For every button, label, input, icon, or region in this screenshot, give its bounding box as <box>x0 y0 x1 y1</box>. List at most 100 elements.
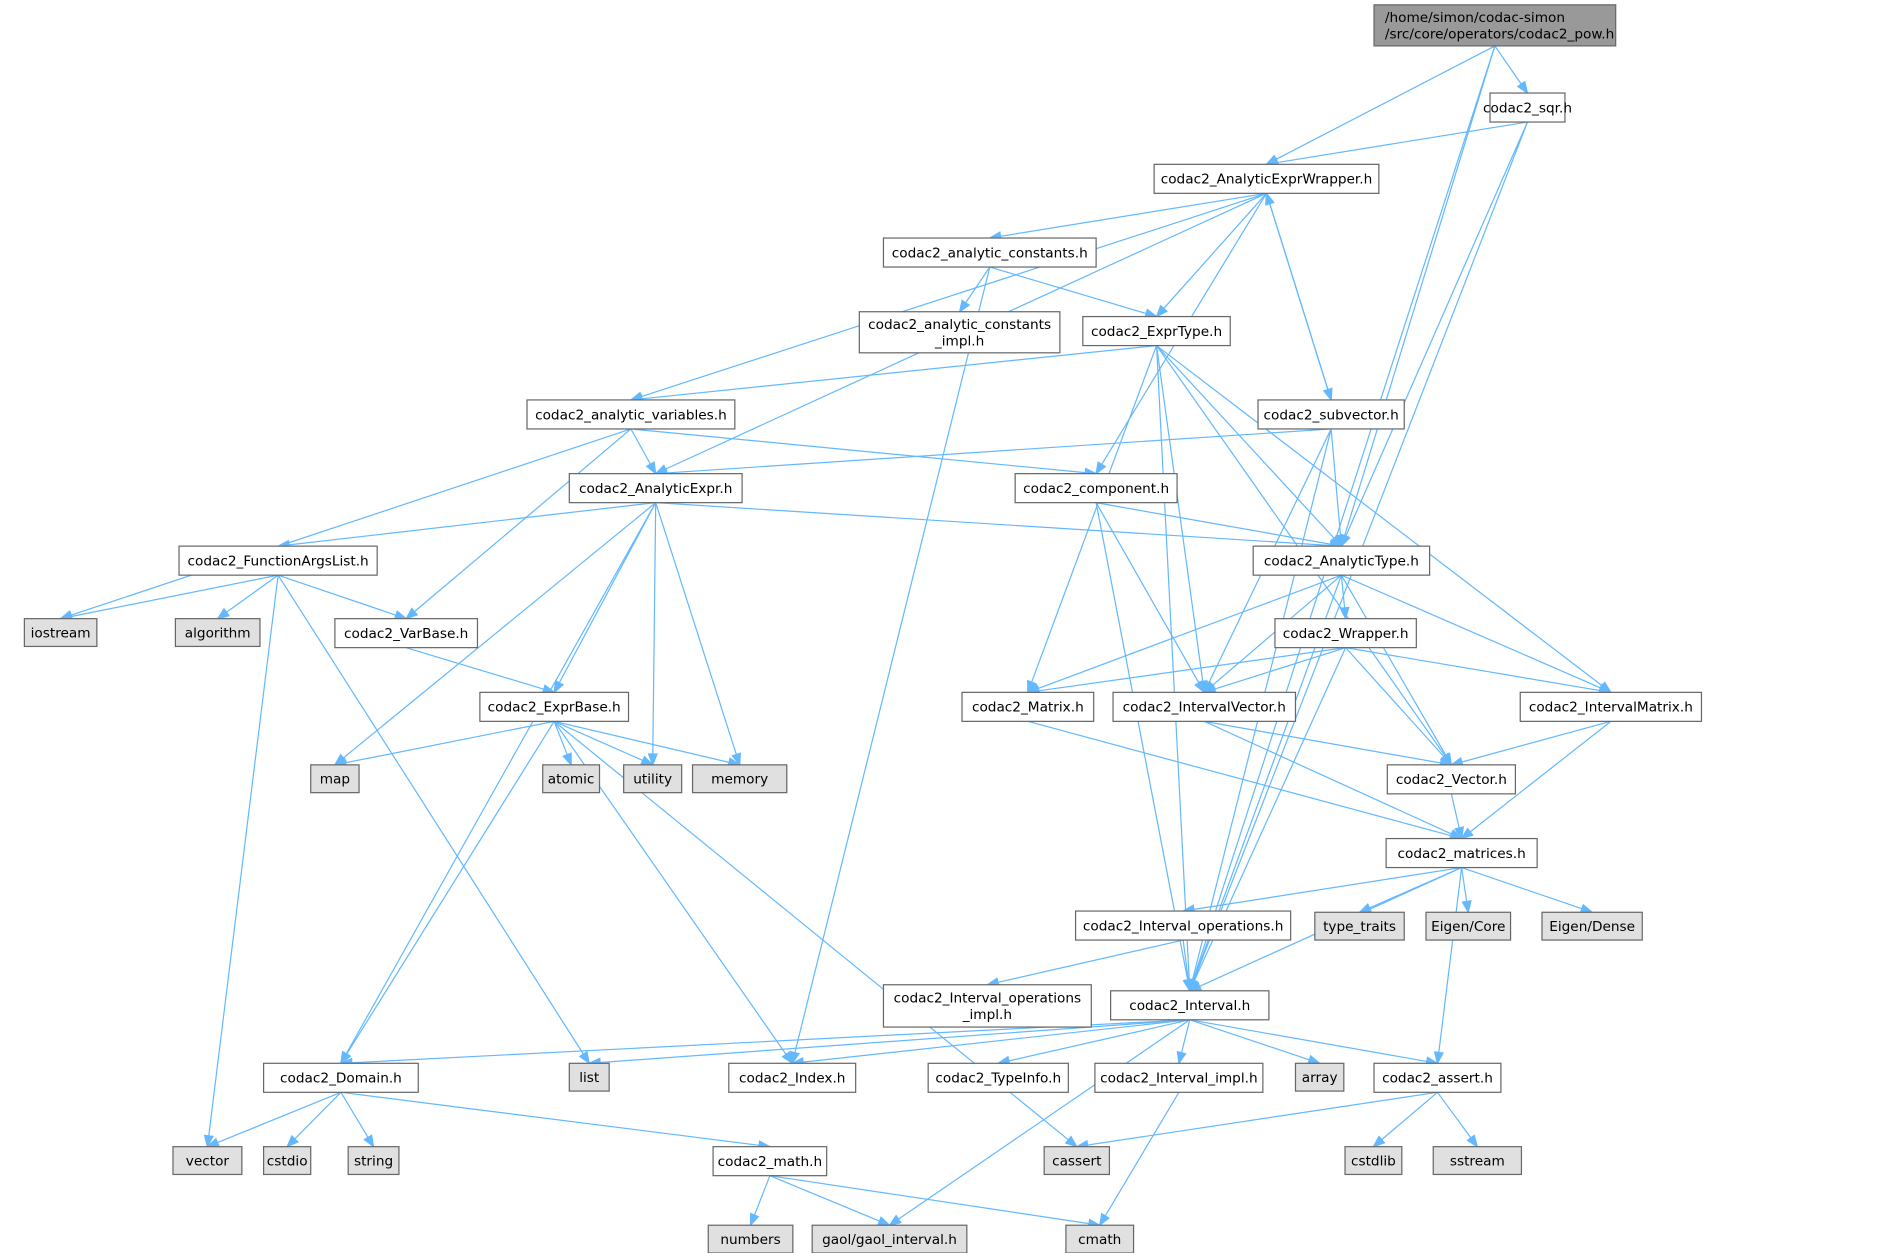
node-index[interactable]: codac2_Index.h <box>728 1062 857 1093</box>
node-box <box>882 984 1092 1028</box>
node-label: gaol/gaol_interval.h <box>822 1232 957 1248</box>
node-label: codac2_ExprType.h <box>1091 324 1222 340</box>
node-box <box>1065 1224 1135 1253</box>
node-label: codac2_AnalyticType.h <box>1264 553 1419 569</box>
edge-avars-to-varbase <box>404 428 632 620</box>
node-wrapper[interactable]: codac2_Wrapper.h <box>1274 618 1417 649</box>
edge-aexpr-to-exprbase <box>553 502 657 694</box>
edge-line <box>769 1175 880 1222</box>
edge-fargs-to-list <box>277 574 591 1065</box>
edge-line <box>630 428 1086 474</box>
edge-line <box>641 192 1267 398</box>
node-sqr[interactable]: codac2_sqr.h <box>1483 92 1572 123</box>
edge-line <box>71 574 279 618</box>
node-memory: memory <box>691 764 788 794</box>
edge-line <box>1155 345 1190 980</box>
node-component[interactable]: codac2_component.h <box>1014 473 1178 504</box>
edge-exprbase-to-map <box>333 720 555 768</box>
node-box <box>334 618 479 649</box>
node-box <box>1425 911 1512 941</box>
edge-line <box>70 428 632 616</box>
edge-exprtype-to-matrix <box>1027 345 1158 694</box>
arrowhead-icon <box>203 1134 214 1149</box>
node-fargs[interactable]: codac2_FunctionArgsList.h <box>178 545 378 576</box>
edge-line <box>208 575 279 1136</box>
node-box <box>927 1062 1069 1093</box>
arrowhead-icon <box>1265 191 1275 206</box>
arrowhead-icon <box>1194 679 1206 694</box>
edge-domain-to-string <box>340 1091 375 1149</box>
edge-line <box>554 720 730 763</box>
nodes-layer: /home/simon/codac-simon/src/core/operato… <box>23 4 1703 1253</box>
edge-line <box>1204 720 1441 764</box>
node-assert[interactable]: codac2_assert.h <box>1373 1062 1502 1093</box>
edge-line <box>553 720 643 762</box>
arrowhead-icon <box>340 1050 352 1065</box>
node-eigendense: Eigen/Dense <box>1541 911 1643 941</box>
node-subvector[interactable]: codac2_subvector.h <box>1257 399 1405 430</box>
edge-pow-to-aew <box>1265 45 1496 166</box>
node-domain[interactable]: codac2_Domain.h <box>263 1062 419 1093</box>
node-pow[interactable]: /home/simon/codac-simon/src/core/operato… <box>1373 4 1617 47</box>
arrowhead-icon <box>1307 1054 1322 1065</box>
node-box <box>1373 4 1617 47</box>
node-box <box>1344 1146 1403 1176</box>
node-atype[interactable]: codac2_AnalyticType.h <box>1252 545 1431 576</box>
node-iimpl[interactable]: codac2_Interval_impl.h <box>1094 1062 1264 1093</box>
node-iops[interactable]: codac2_Interval_operations.h <box>1074 910 1292 941</box>
node-label: codac2_component.h <box>1023 481 1169 497</box>
edge-aexpr-to-atype <box>655 502 1344 551</box>
edge-line <box>898 1019 1191 1220</box>
edge-line <box>1461 720 1612 763</box>
node-label: codac2_Interval_operations.h <box>1083 918 1284 934</box>
arrowhead-icon <box>1461 900 1472 914</box>
edge-line <box>1340 575 1346 608</box>
arrowhead-icon <box>958 299 971 314</box>
edge-line <box>1345 121 1529 537</box>
edge-exprtype-to-ivector <box>1155 345 1208 695</box>
edge-assert-to-sstream <box>1436 1091 1479 1149</box>
arrowhead-icon <box>1176 1050 1187 1065</box>
edge-line <box>553 721 568 755</box>
arrowhead-icon <box>749 1212 760 1227</box>
edge-line <box>652 502 657 754</box>
node-box <box>178 545 378 576</box>
node-ivector[interactable]: codac2_IntervalVector.h <box>1112 691 1297 722</box>
node-typeinfo[interactable]: codac2_TypeInfo.h <box>927 1062 1069 1093</box>
edge-wrapper-to-matrix <box>1026 647 1346 696</box>
edge-line <box>1000 192 1267 237</box>
node-exprbase[interactable]: codac2_ExprBase.h <box>479 691 630 722</box>
node-iops_impl[interactable]: codac2_Interval_operations_impl.h <box>882 984 1092 1028</box>
edge-line <box>226 574 279 613</box>
node-math[interactable]: codac2_math.h <box>712 1146 828 1177</box>
node-aconst[interactable]: codac2_analytic_constants.h <box>882 237 1097 268</box>
node-vector_h[interactable]: codac2_Vector.h <box>1386 764 1517 795</box>
node-label: codac2_Interval.h <box>1129 998 1250 1014</box>
node-label: codac2_TypeInfo.h <box>935 1071 1061 1087</box>
node-label: _impl.h <box>962 1007 1012 1023</box>
node-box <box>1153 163 1380 194</box>
edge-avars-to-iostream <box>59 428 632 620</box>
arrowhead-icon <box>1155 304 1168 318</box>
edge-line <box>217 1091 342 1144</box>
node-varbase[interactable]: codac2_VarBase.h <box>334 618 479 649</box>
arrowhead-icon <box>647 753 658 767</box>
node-avars[interactable]: codac2_analytic_variables.h <box>526 399 736 430</box>
node-label: codac2_subvector.h <box>1263 407 1398 423</box>
edge-line <box>1204 720 1452 835</box>
node-box <box>961 691 1095 722</box>
node-matrix[interactable]: codac2_Matrix.h <box>961 691 1095 722</box>
edges-layer <box>58 45 1613 1229</box>
node-aconst_impl[interactable]: codac2_analytic_constants_impl.h <box>858 311 1061 354</box>
node-aew[interactable]: codac2_AnalyticExprWrapper.h <box>1153 163 1380 194</box>
node-label: memory <box>711 772 768 788</box>
node-box <box>172 1146 243 1176</box>
node-imatrix[interactable]: codac2_IntervalMatrix.h <box>1519 691 1703 722</box>
node-interval[interactable]: codac2_Interval.h <box>1110 990 1270 1021</box>
node-vector: vector <box>172 1146 243 1176</box>
edge-line <box>558 502 657 684</box>
node-aexpr[interactable]: codac2_AnalyticExpr.h <box>568 473 743 504</box>
node-matrices[interactable]: codac2_matrices.h <box>1385 837 1538 869</box>
node-exprtype[interactable]: codac2_ExprType.h <box>1082 315 1231 347</box>
node-box <box>1386 764 1517 795</box>
